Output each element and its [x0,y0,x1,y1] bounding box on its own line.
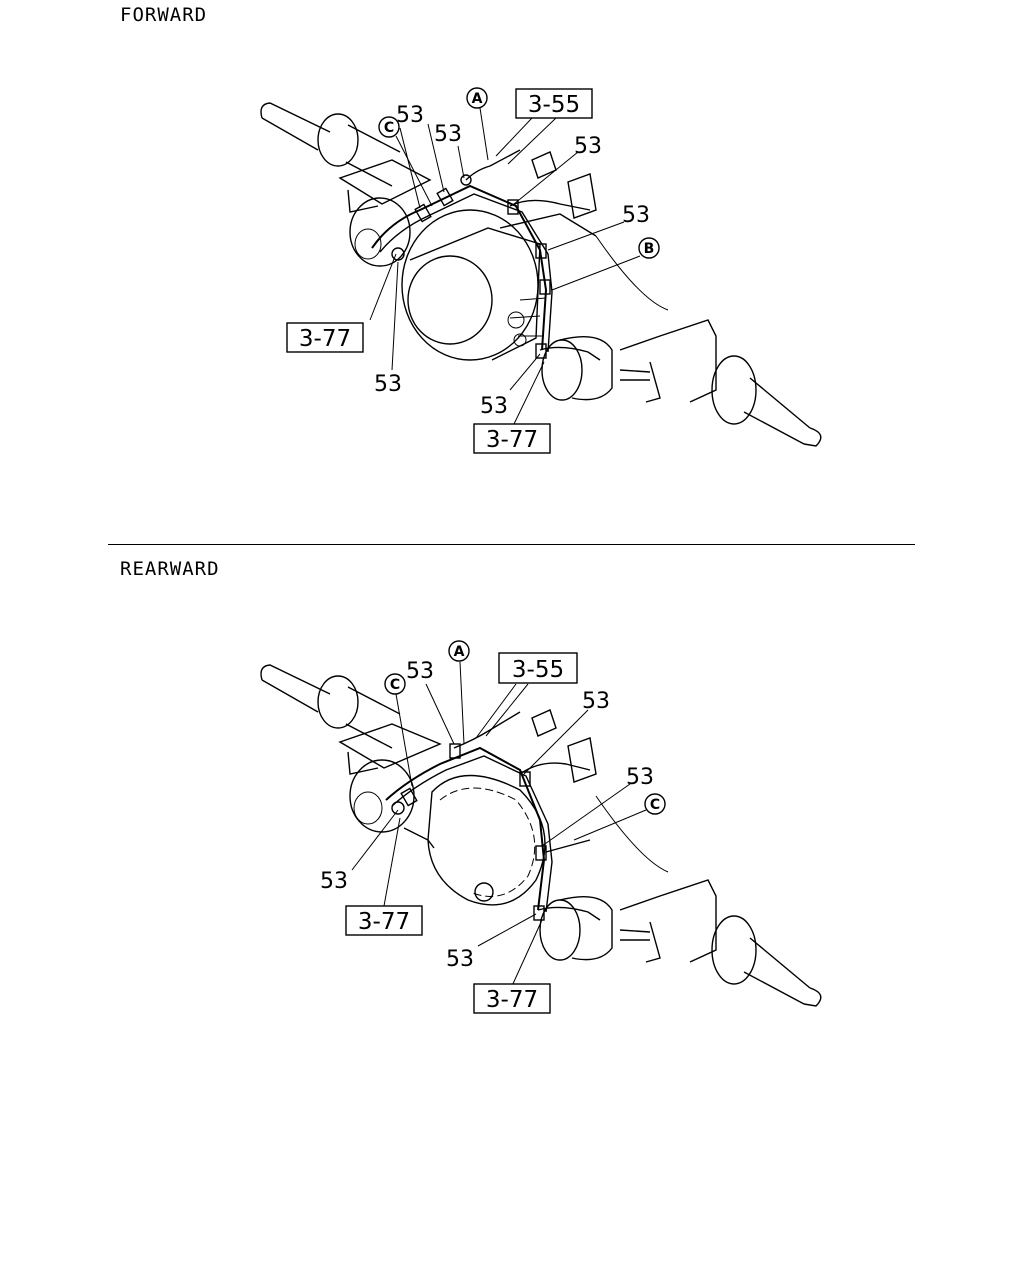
part-53-label: 53 [622,203,650,228]
part-53-label: 53 [406,659,434,684]
ref-box-3-55: 3-55 [512,657,564,683]
leader-lines-rearward [351,661,647,987]
callout-c: C [384,120,394,136]
harness-route-forward [371,149,601,361]
callout-a: A [472,91,483,107]
ref-box-3-77: 3-77 [486,987,538,1013]
ref-box-3-77: 3-77 [299,326,351,352]
rearward-title: REARWARD [120,558,220,580]
rearward-diagram: C A C 53 53 53 53 53 3-55 3-77 3-77 [260,640,822,1014]
part-53-label: 53 [396,103,424,128]
forward-title: FORWARD [120,4,208,26]
harness-route-rearward [385,711,601,921]
callouts-rearward: C A C 53 53 53 53 53 3-55 3-77 3-77 [320,640,666,1014]
ref-box-3-55: 3-55 [528,92,580,118]
callout-b: B [644,241,655,257]
part-53-label: 53 [582,689,610,714]
ref-box-3-77: 3-77 [358,909,410,935]
callouts-forward: C A B 53 53 53 53 53 53 3-55 3-77 3-77 [286,87,660,454]
axle-assembly-forward [260,102,822,447]
part-53-label: 53 [480,394,508,419]
part-53-label: 53 [626,765,654,790]
axle-assembly-rearward [260,664,822,1007]
part-53-label: 53 [374,372,402,397]
leader-lines-forward [369,107,641,425]
forward-diagram: C A B 53 53 53 53 53 53 3-55 3-77 3-77 [260,87,822,454]
part-53-label: 53 [434,122,462,147]
callout-a: A [454,644,465,660]
callout-c: C [390,677,400,693]
part-53-label: 53 [446,947,474,972]
ref-box-3-77: 3-77 [486,427,538,453]
part-53-label: 53 [574,134,602,159]
section-divider [108,544,915,545]
callout-c: C [650,797,660,813]
part-53-label: 53 [320,869,348,894]
